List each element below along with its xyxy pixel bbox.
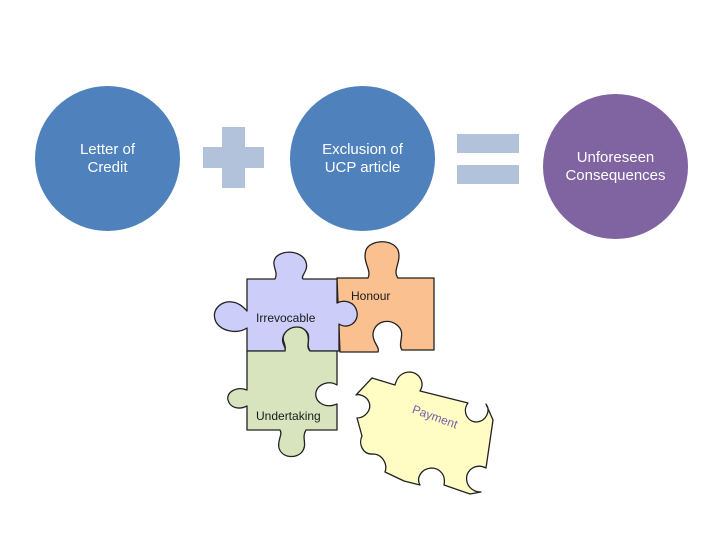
exclusion-line2: UCP article [324,158,401,176]
payment-puzzle-piece [355,371,494,495]
honour-label: Honour [351,289,390,303]
exclusion-line1: Exclusion of [322,140,403,158]
unforeseen-consequences-circle: Unforeseen Consequences [543,94,688,239]
exclusion-of-ucp-article-circle: Exclusion of UCP article [290,86,435,231]
equals-icon-bottom-bar [457,165,519,184]
letter-of-credit-line1: Letter of [79,140,136,158]
undertaking-puzzle-piece [227,326,338,458]
equals-icon-top-bar [457,134,519,153]
letter-of-credit-line2: Credit [87,158,128,176]
unforeseen-label: Unforeseen Consequences [556,149,676,185]
letter-of-credit-label: Letter of Credit [63,141,153,177]
exclusion-label: Exclusion of UCP article [303,141,423,177]
undertaking-label: Undertaking [256,409,321,423]
letter-of-credit-circle: Letter of Credit [35,86,180,231]
unforeseen-line1: Unforeseen [576,148,655,166]
honour-puzzle-piece [336,241,435,353]
unforeseen-line2: Consequences [565,166,666,184]
irrevocable-label: Irrevocable [256,311,316,325]
plus-icon-horizontal-bar [203,147,264,168]
